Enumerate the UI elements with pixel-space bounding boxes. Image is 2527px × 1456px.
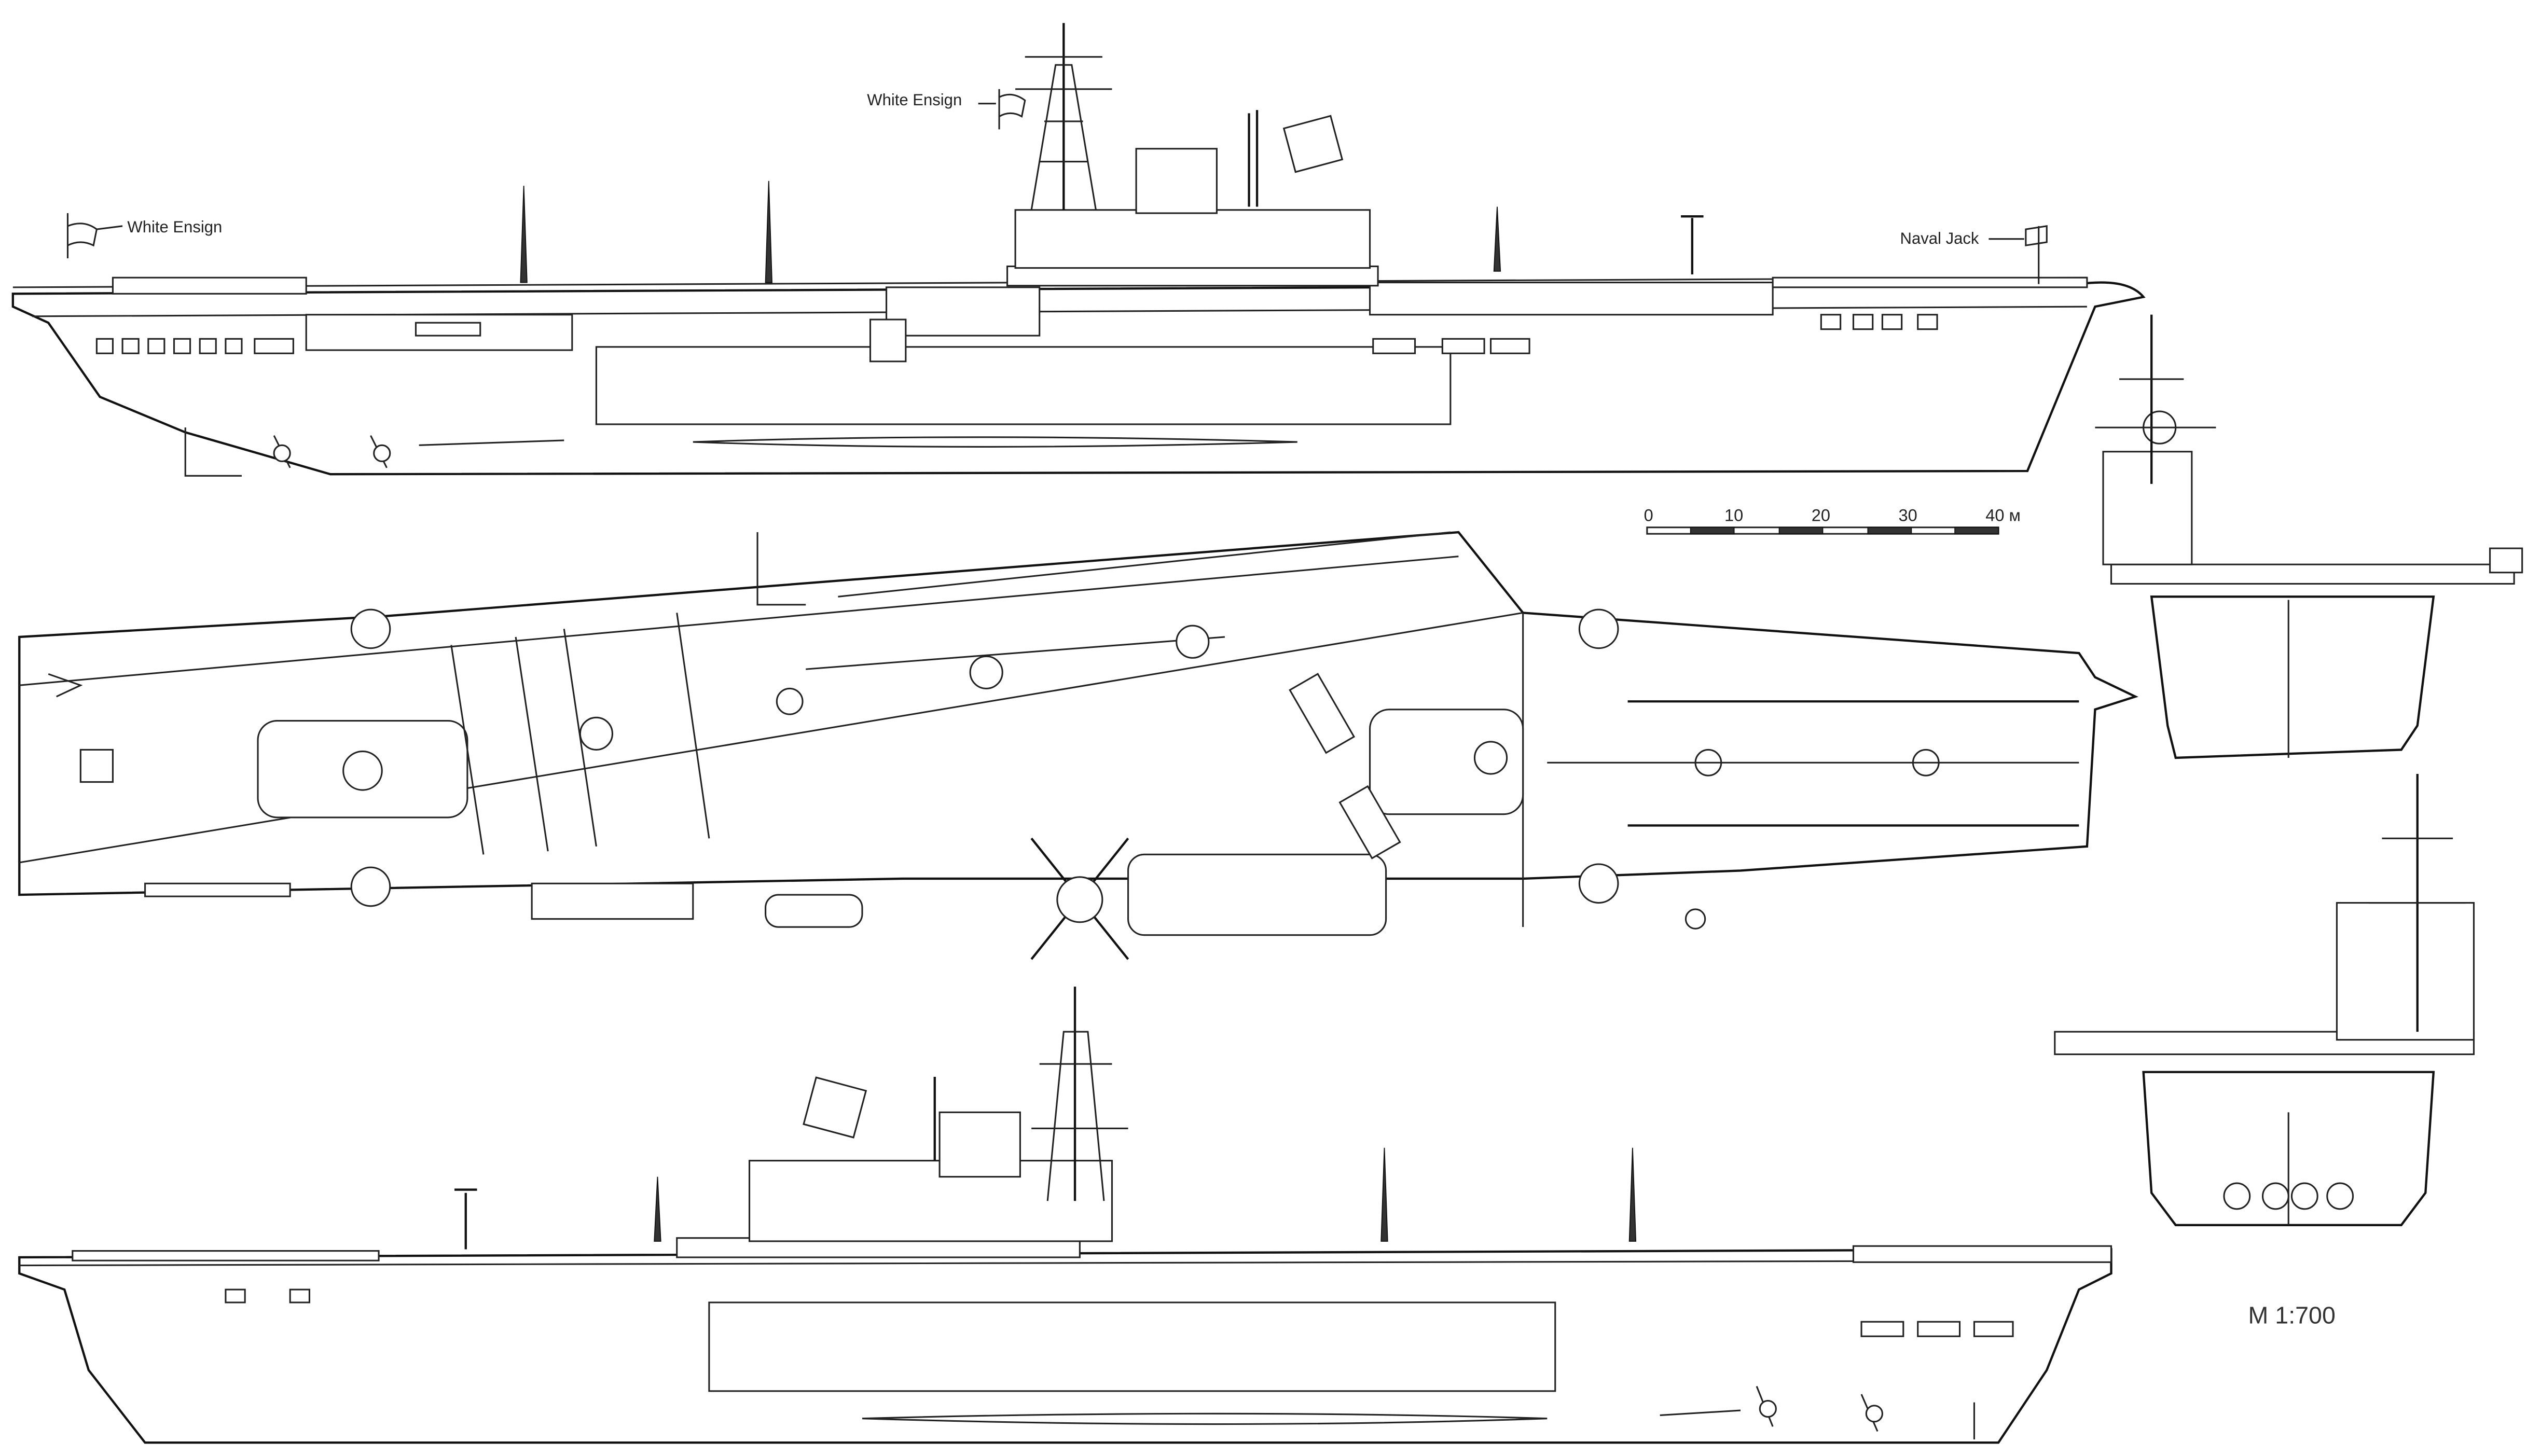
bow-flag-label: Naval Jack xyxy=(1900,229,1979,247)
scale-tick-0: 0 xyxy=(1644,505,1653,524)
arrester-wires xyxy=(450,613,710,855)
island-superstructure xyxy=(1006,23,1379,287)
scale-tick-10: 10 xyxy=(1724,505,1743,524)
port-profile-view xyxy=(18,987,2112,1444)
masts xyxy=(520,181,1704,283)
island-superstructure-port xyxy=(676,987,1128,1258)
scale-ratio-label: M 1:700 xyxy=(2248,1301,2336,1328)
masts-port xyxy=(454,1147,1637,1250)
starboard-profile-view xyxy=(11,23,2146,477)
stern-flag-label: White Ensign xyxy=(127,218,222,236)
scale-tick-40: 40 м xyxy=(1985,505,2021,524)
scale-tick-30: 30 xyxy=(1898,505,1917,524)
scale-bar: 0 10 20 30 40 м xyxy=(1644,505,2021,535)
scale-tick-20: 20 xyxy=(1812,505,1830,524)
mast-flag-label: White Ensign xyxy=(867,91,962,109)
plan-view xyxy=(18,531,2138,960)
bow-end-view xyxy=(2095,314,2523,759)
portholes xyxy=(95,314,1938,354)
stern-end-view xyxy=(2054,774,2475,1227)
